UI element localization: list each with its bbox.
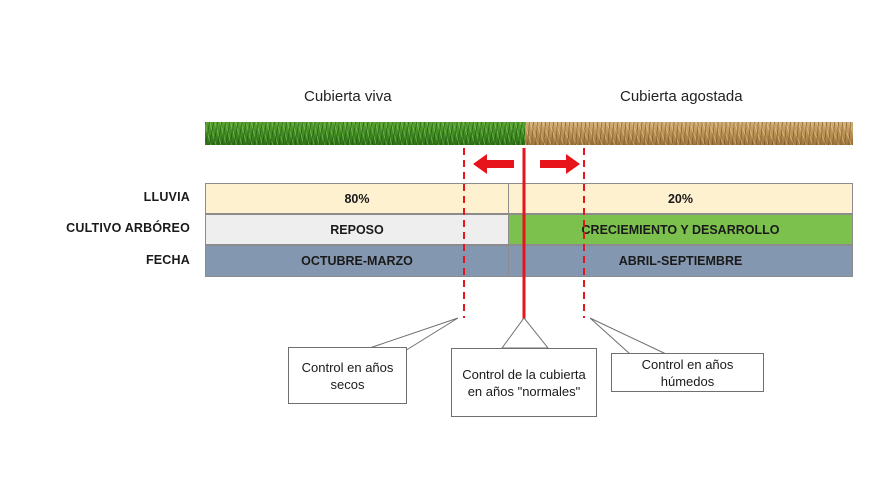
dry-years-callout: Control en años secos	[288, 347, 407, 404]
row-label-date: FECHA	[145, 253, 190, 267]
live-cover-label: Cubierta viva	[304, 88, 392, 105]
dry-cover-image	[525, 122, 853, 145]
left-arrow-icon	[473, 154, 514, 174]
normal-callout-pointer	[501, 317, 550, 349]
live-cover-image	[205, 122, 525, 145]
wet-callout-pointer	[589, 317, 667, 355]
normal-years-callout: Control de la cubierta en años "normales…	[451, 348, 597, 417]
wet-years-callout: Control en años húmedos	[611, 353, 764, 392]
rain-summer-cell: 20%	[508, 183, 853, 214]
date-summer-cell: ABRIL-SEPTIEMBRE	[508, 245, 853, 277]
row-label-rain: LLUVIA	[143, 190, 190, 204]
rain-winter-cell: 80%	[205, 183, 509, 214]
right-arrow-icon	[540, 154, 580, 174]
crop-growth-cell: CRECIEMIENTO Y DESARROLLO	[508, 214, 853, 245]
crop-rest-cell: REPOSO	[205, 214, 509, 245]
row-label-crop: CULTIVO ARBÓREO	[66, 221, 190, 235]
dry-cover-label: Cubierta agostada	[620, 88, 743, 105]
date-winter-cell: OCTUBRE-MARZO	[205, 245, 509, 277]
